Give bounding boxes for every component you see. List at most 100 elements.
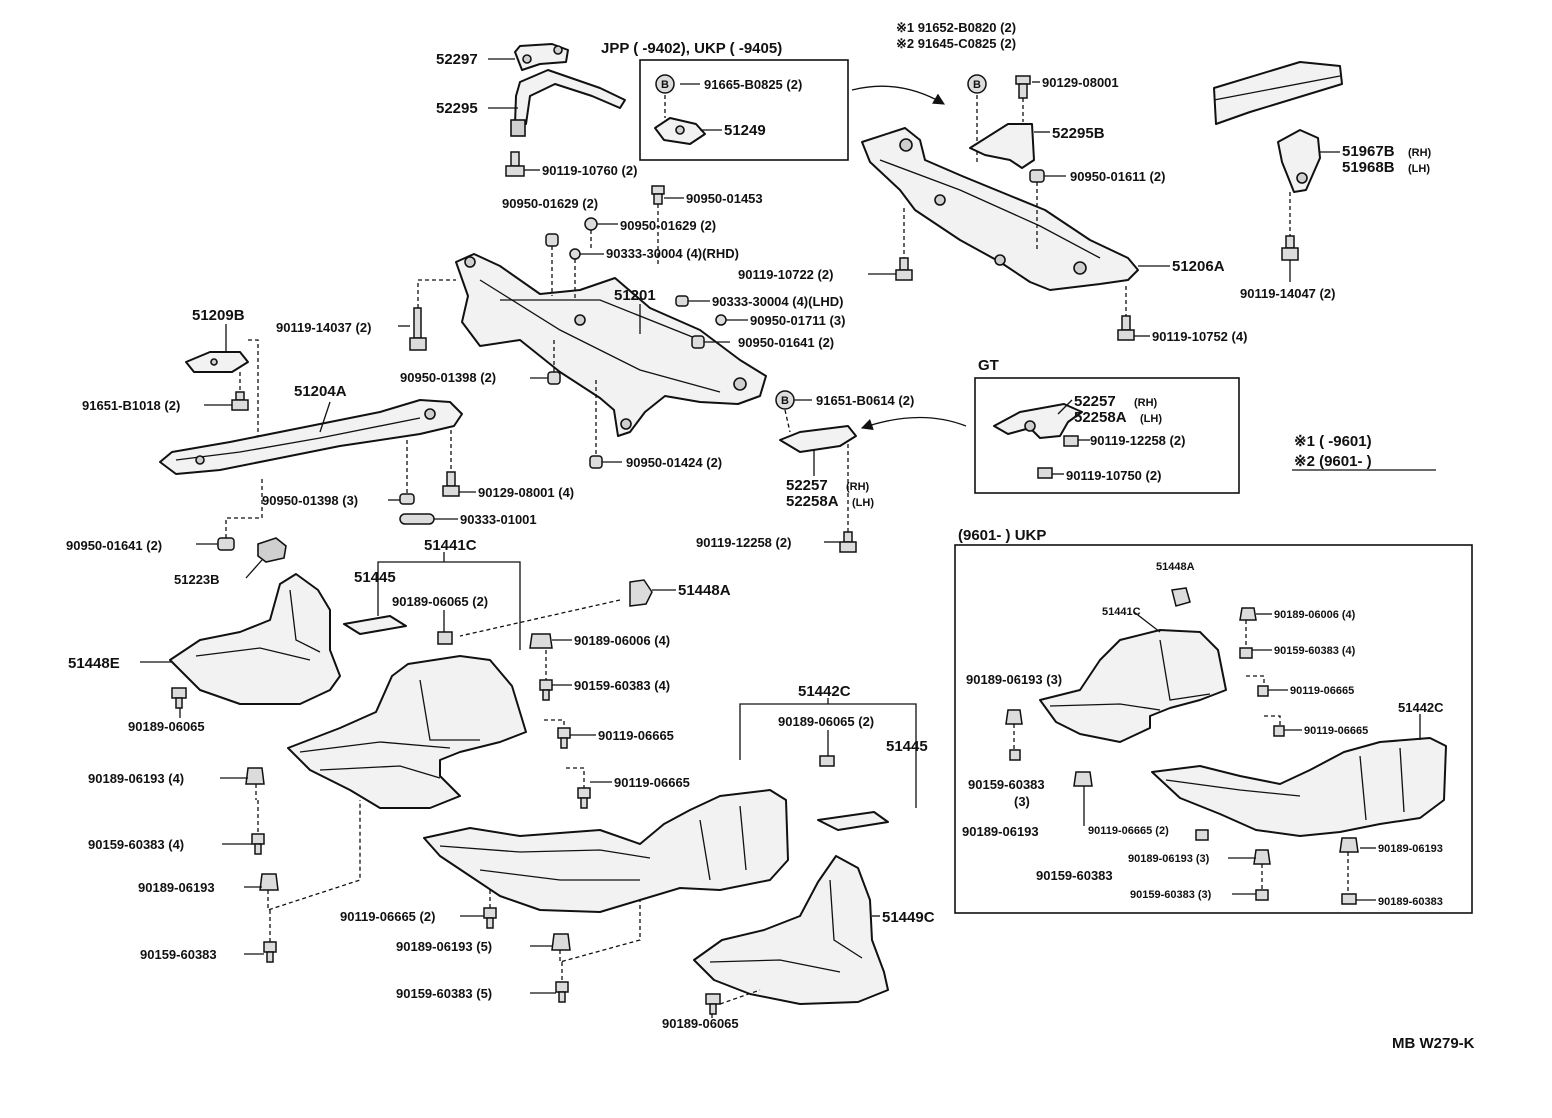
ukp-box <box>954 544 1473 914</box>
bolt-90119-12258 <box>839 531 857 553</box>
label-52257-rh: (RH) <box>846 481 870 493</box>
label-90950-01398-upper: 90950-01398 (2) <box>400 370 496 385</box>
label-91665-b0825: 91665-B0825 (2) <box>704 77 802 92</box>
label-52257: 52257 <box>786 477 828 494</box>
label-90950-01453: 90950-01453 <box>686 191 763 206</box>
nut-90950-01641-upper <box>691 335 705 349</box>
ukp-nut-90189-06193-a <box>1005 709 1023 725</box>
bolt-91651-b1018 <box>231 391 249 411</box>
label-52258a-lh: (LH) <box>852 497 874 509</box>
ukp-label-90119-06665-a: 90119-06665 <box>1290 685 1354 697</box>
bolt-90159-60383-middle <box>251 833 265 855</box>
label-jpp-ukp: JPP ( -9402), UKP ( -9405) <box>601 40 782 57</box>
label-51209b: 51209B <box>192 307 245 324</box>
bolt-90119-12258-gt <box>1063 435 1079 447</box>
label-51968b-lh: (LH) <box>1408 163 1430 175</box>
svg-text:B: B <box>973 79 981 91</box>
label-90333-01001: 90333-01001 <box>460 512 537 527</box>
label-51449c: 51449C <box>882 909 935 926</box>
label-note1: ※1 91652-B0820 (2) <box>896 20 1016 35</box>
washer-90333-01001 <box>399 513 435 525</box>
label-90333-30004-lhd: 90333-30004 (4)(LHD) <box>712 294 844 309</box>
label-52257-gt: 52257 <box>1074 393 1116 410</box>
label-51201: 51201 <box>614 287 656 304</box>
nut-90950-01398-upper <box>547 371 561 385</box>
label-52295: 52295 <box>436 100 478 117</box>
ukp-label-90189-06193-b: 90189-06193 <box>962 824 1039 839</box>
bolt-90119-10722 <box>895 257 913 281</box>
frame-rail <box>1213 61 1343 125</box>
ukp-bolt-90159-60383-d <box>1255 889 1269 901</box>
ukp-part-51442c-cover <box>1151 737 1447 837</box>
label-90119-14047: 90119-14047 (2) <box>1240 286 1335 301</box>
label-90189-06193-upper: 90189-06193 (4) <box>88 771 184 786</box>
part-52257-gt-bracket <box>993 403 1083 439</box>
ukp-label-51442c: 51442C <box>1398 700 1444 715</box>
nut-90950-01611 <box>1029 169 1045 183</box>
ukp-bolt-90159-60383-a <box>1239 647 1253 659</box>
ukp-label-90159-60383-b: 90159-60383 <box>968 777 1045 792</box>
nut-90950-01424 <box>589 455 603 469</box>
ukp-label-90189-06193-d: 90189-06193 <box>1378 843 1443 855</box>
label-90159-60383-upper: 90159-60383 (4) <box>574 678 670 693</box>
label-90129-08001-front: 90129-08001 (4) <box>478 485 574 500</box>
label-90189-06065-rear: 90189-06065 (2) <box>778 714 874 729</box>
footer-code: MB W279-K <box>1392 1035 1475 1052</box>
bolt-mark-b-front: B <box>775 390 795 410</box>
label-51445-left: 51445 <box>354 569 396 586</box>
bolt-90119-10750-gt <box>1037 467 1053 479</box>
part-52295-brace <box>510 69 626 137</box>
label-90119-06665-b: 90119-06665 <box>614 775 690 790</box>
label-90119-12258-gt: 90119-12258 (2) <box>1090 433 1185 448</box>
label-90189-06065-center: 90189-06065 (2) <box>392 594 488 609</box>
bolt-90119-14037 <box>409 307 427 351</box>
ukp-label-90119-06665-b: 90119-06665 <box>1304 725 1368 737</box>
nut-90950-01629-left <box>545 233 559 247</box>
label-90950-01424: 90950-01424 (2) <box>626 455 722 470</box>
label-90189-06006: 90189-06006 (4) <box>574 633 670 648</box>
label-90333-30004-rhd: 90333-30004 (4)(RHD) <box>606 246 739 261</box>
ukp-bolt-90189-60383-e <box>1341 893 1357 905</box>
label-gt: GT <box>978 357 999 374</box>
label-90950-01711: 90950-01711 (3) <box>750 313 845 328</box>
bolt-90119-06665-a <box>557 727 571 749</box>
label-90189-06065-bottom: 90189-06065 <box>662 1016 739 1031</box>
nut-90333-30004-rhd <box>569 248 581 260</box>
label-ukp-title: (9601- ) UKP <box>958 527 1046 544</box>
part-51445-right-clip <box>817 811 889 831</box>
label-90950-01641-upper: 90950-01641 (2) <box>738 335 834 350</box>
label-51223b: 51223B <box>174 572 220 587</box>
ukp-clip-90189-06006 <box>1239 607 1257 621</box>
ukp-label-90189-60383-e: 90189-60383 <box>1378 896 1443 908</box>
bolt-90189-06065-rear <box>819 755 835 767</box>
bolt-90189-06065-center <box>437 631 453 645</box>
ukp-nut-90189-06193-c <box>1253 849 1271 865</box>
label-91651-b1018: 91651-B1018 (2) <box>82 398 180 413</box>
label-90119-10760: 90119-10760 (2) <box>542 163 637 178</box>
label-51968b: 51968B <box>1342 159 1395 176</box>
bolt-mark-b-rear: B <box>967 74 987 94</box>
label-90119-06665-a: 90119-06665 <box>598 728 674 743</box>
ukp-bolt-90159-60383-b <box>1009 749 1021 761</box>
label-51204a: 51204A <box>294 383 347 400</box>
label-90950-01611: 90950-01611 (2) <box>1070 169 1165 184</box>
ukp-nut-90189-06193-d <box>1339 837 1359 853</box>
label-90159-60383-lower: 90159-60383 <box>140 947 217 962</box>
nut-90950-01398-lower <box>399 493 415 505</box>
label-90189-06065-left: 90189-06065 <box>128 719 205 734</box>
part-52297-stay <box>514 43 569 71</box>
nut-90950-01711 <box>715 314 727 326</box>
jpp-ukp-box <box>639 59 849 161</box>
label-51445-right: 51445 <box>886 738 928 755</box>
label-52257-gt-rh: (RH) <box>1134 397 1158 409</box>
label-51448a: 51448A <box>678 582 731 599</box>
part-51448a-clip <box>629 579 653 607</box>
ukp-label-90189-06193-c: 90189-06193 (3) <box>1128 853 1210 865</box>
bolt-90159-60383-bottom <box>555 981 569 1003</box>
part-51209b-plate <box>185 351 249 373</box>
label-note2: ※2 91645-C0825 (2) <box>896 36 1016 51</box>
ukp-nut-90189-06193-b <box>1073 771 1093 787</box>
bolt-90159-60383-upper <box>539 679 553 701</box>
leader-lines <box>140 58 1421 1018</box>
ukp-bolt-90119-06665-b <box>1273 725 1285 737</box>
